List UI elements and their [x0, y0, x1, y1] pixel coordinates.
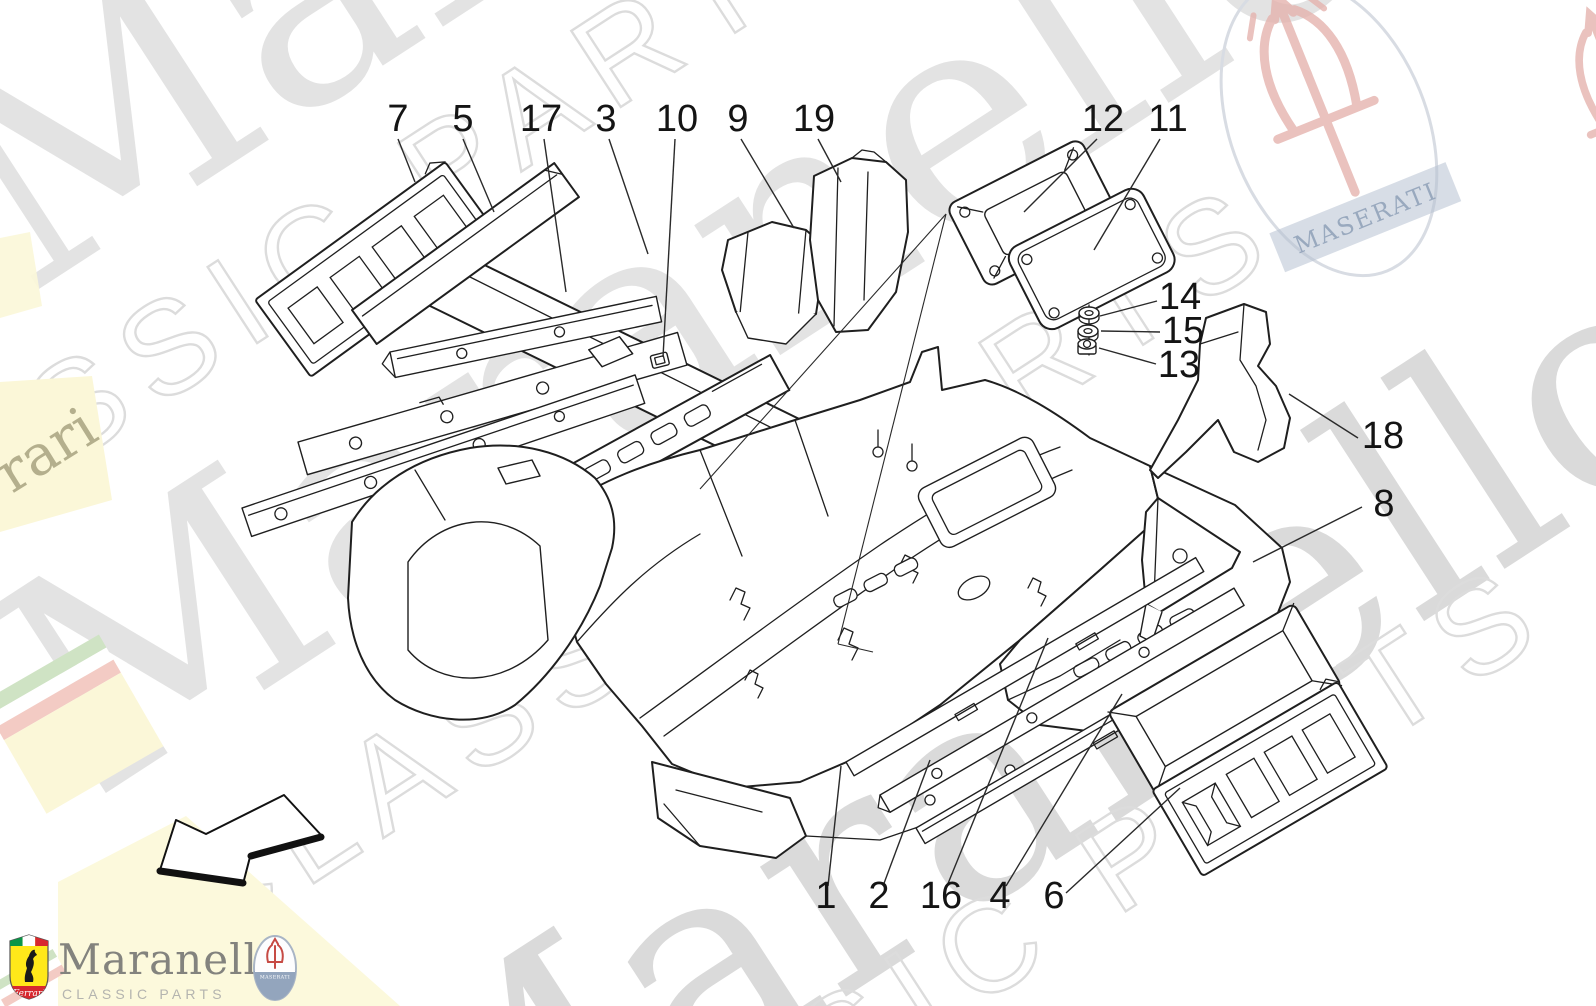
maserati-trident-watermark-corner [1575, 6, 1596, 139]
callout-13-label: 13 [1158, 344, 1200, 386]
callout-14-leader [1099, 300, 1158, 317]
callout-8-leader [1252, 506, 1363, 563]
part-18-insulation [1149, 303, 1291, 479]
callout-8-label: 8 [1373, 483, 1394, 525]
footer-brand-text: Maranello [58, 935, 285, 984]
part-13-nut [1077, 338, 1097, 355]
part-6-panel [1152, 678, 1388, 876]
callout-2-label: 2 [868, 875, 889, 917]
assembly-pointer-line-1 [837, 213, 947, 645]
callout-16-label: 16 [920, 875, 962, 917]
callout-12-label: 12 [1082, 98, 1124, 140]
maserati-oval-logo: MASERATI [253, 935, 297, 1001]
front-floor-carpet [347, 444, 616, 721]
callout-17-leader [543, 138, 567, 293]
ferrari-shield-watermark-fragment-upper: rari [0, 376, 112, 532]
direction-arrow [156, 794, 325, 887]
part-14-washer [1078, 306, 1100, 325]
part-9-panel [721, 221, 827, 345]
callout-15-label: 15 [1162, 310, 1204, 352]
assembly-pointer-line-2 [837, 643, 874, 653]
callout-1-leader [827, 765, 842, 887]
part-16-sill-strip [877, 587, 1245, 813]
part-11-cover-plate [1007, 187, 1176, 331]
callout-14-label: 14 [1159, 276, 1201, 318]
callout-9-label: 9 [727, 98, 748, 140]
ferrari-shield-watermark-fragment-bottom [58, 816, 400, 1006]
callout-19-label: 19 [793, 98, 835, 140]
prancing-horse-icon [24, 949, 37, 982]
callout-9-leader [740, 138, 795, 229]
ferrari-shield-label: Ferrari [12, 989, 45, 999]
callout-7-label: 7 [387, 98, 408, 140]
shield-stripe-white [22, 935, 36, 946]
callout-11-label: 11 [1148, 98, 1187, 140]
mounting-studs [872, 429, 918, 472]
frame-panel [1107, 602, 1343, 795]
callout-2-leader [882, 759, 931, 887]
carpet-clips [729, 554, 1047, 699]
part-19-panel [809, 149, 909, 333]
callout-10-leader [662, 138, 676, 358]
assembly-pointer-line-0 [699, 213, 947, 490]
callout-10-label: 10 [656, 98, 698, 140]
ferrari-shield-watermark-fragment-lower [0, 634, 164, 814]
callout-19-leader [817, 138, 842, 183]
part-5-strip [351, 162, 580, 345]
hardware-stack [1077, 304, 1100, 356]
callout-7-leader [397, 138, 416, 183]
callout-18-leader [1288, 393, 1359, 439]
ferrari-shield-logo: Ferrari [9, 934, 49, 1000]
callout-1-label: 1 [815, 875, 836, 917]
part-17-strip [381, 295, 663, 379]
callout-16-leader [946, 637, 1049, 887]
shield-stripe-green [10, 935, 23, 946]
maserati-band-label: MASERATI [260, 975, 290, 981]
footer-logo-bar: Ferrari Maranello CLASSIC PARTS MASERATI [0, 930, 330, 1006]
middle-sill-strip [297, 331, 688, 476]
callout-4-leader [1005, 693, 1123, 887]
callout-3-leader [608, 138, 649, 255]
part-1-main-carpet-assembly [555, 346, 1163, 789]
callout-6-leader [1065, 787, 1181, 894]
ferrari-shield-watermark-fragment-top [0, 232, 42, 318]
callout-6-label: 6 [1043, 875, 1064, 917]
shield-stripe-red [35, 935, 48, 946]
callout-18-label: 18 [1362, 415, 1404, 457]
maserati-trident-icon [266, 937, 284, 969]
callout-13-leader [1098, 347, 1157, 365]
footer-tagline-text: CLASSIC PARTS [62, 986, 226, 1002]
part-2-sill-strip [845, 556, 1205, 777]
callout-4-label: 4 [989, 875, 1010, 917]
callout-5-leader [462, 138, 495, 213]
callout-5-label: 5 [452, 98, 473, 140]
diagram-layer [241, 140, 1388, 876]
part-10-clip [649, 351, 670, 369]
callout-15-leader [1100, 330, 1161, 333]
callout-17-label: 17 [520, 98, 562, 140]
callout-12-leader [1023, 138, 1098, 213]
callout-11-leader [1093, 138, 1161, 251]
callout-3-label: 3 [595, 98, 616, 140]
